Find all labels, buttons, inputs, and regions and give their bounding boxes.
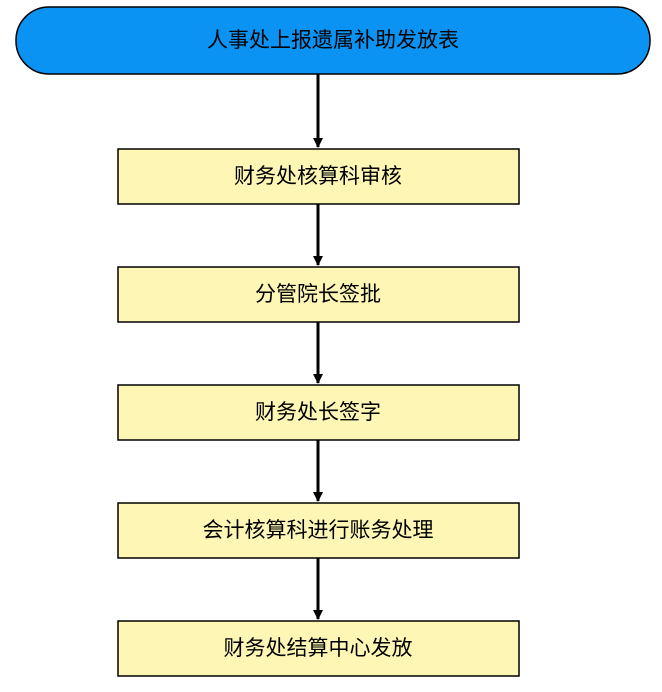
process-step-box bbox=[117, 148, 520, 205]
process-step: 会计核算科进行账务处理 bbox=[117, 502, 520, 559]
process-step-label: 财务处核算科审核 bbox=[234, 164, 402, 188]
process-step-label: 会计核算科进行账务处理 bbox=[203, 518, 434, 542]
process-step-box bbox=[117, 620, 520, 677]
process-step-label: 财务处结算中心发放 bbox=[224, 636, 413, 660]
start-node-label: 人事处上报遗属补助发放表 bbox=[207, 28, 459, 52]
process-step-box bbox=[117, 502, 520, 559]
process-step-label: 分管院长签批 bbox=[255, 282, 381, 306]
process-step-label: 财务处长签字 bbox=[255, 400, 381, 424]
start-node: 人事处上报遗属补助发放表 bbox=[15, 6, 651, 75]
process-step-box bbox=[117, 266, 520, 323]
start-node-shape bbox=[15, 6, 651, 75]
process-step: 财务处核算科审核 bbox=[117, 148, 520, 205]
process-step: 分管院长签批 bbox=[117, 266, 520, 323]
process-step: 财务处结算中心发放 bbox=[117, 620, 520, 677]
process-step-box bbox=[117, 384, 520, 441]
process-step: 财务处长签字 bbox=[117, 384, 520, 441]
